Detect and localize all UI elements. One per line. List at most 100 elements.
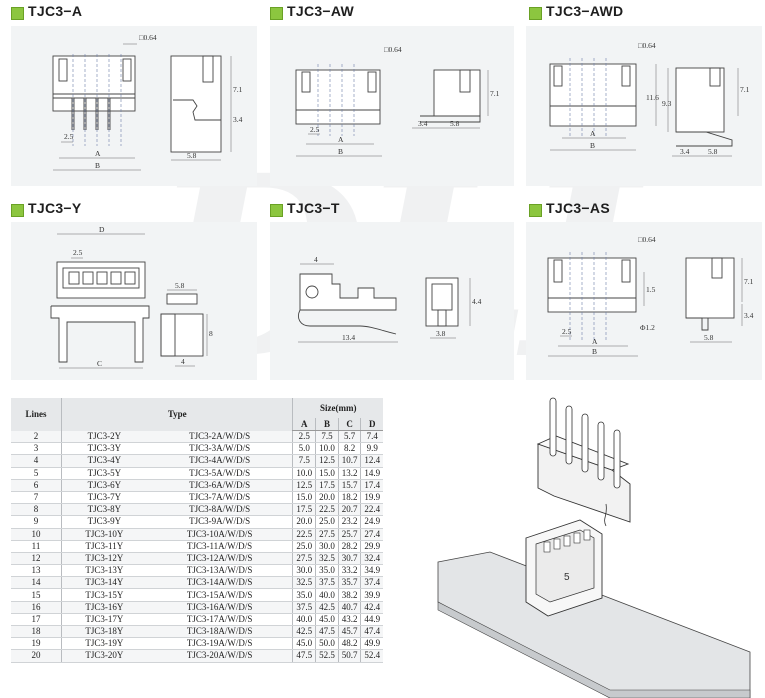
table-cell: 15.0 bbox=[315, 467, 339, 480]
table-cell: 8.2 bbox=[337, 442, 361, 456]
table-cell: 9 bbox=[11, 515, 62, 529]
table-cell: 22.4 bbox=[360, 503, 383, 517]
dim-pitch: 2.5 bbox=[562, 327, 572, 336]
table-cell: TJC3-17Y bbox=[60, 613, 147, 627]
drawing-tjc3-t: 4 13.4 4.4 3.8 bbox=[298, 255, 482, 343]
dim-w2: 3.8 bbox=[436, 329, 446, 338]
drawing-tjc3-awd: A B □0.64 11.6 9.3 7.1 3.4 5.8 bbox=[549, 41, 750, 157]
table-cell: TJC3-20Y bbox=[60, 649, 147, 663]
drawing-tjc3-y: D 2.5 C 5.8 8 4 bbox=[50, 225, 213, 369]
panel-tjc3-aw: 2.5 A B □0.64 7.1 3.4 5.8 bbox=[270, 26, 514, 186]
table-cell: TJC3-20A/W/D/S bbox=[146, 649, 293, 663]
table-cell: 50.0 bbox=[315, 637, 339, 651]
table-cell: TJC3-12Y bbox=[60, 552, 147, 566]
table-cell: 40.7 bbox=[337, 601, 361, 614]
dim-w2: 5.8 bbox=[708, 147, 718, 156]
table-cell: TJC3-11A/W/D/S bbox=[146, 540, 293, 553]
dim-w: 5.8 bbox=[175, 281, 185, 290]
table-cell: 13.2 bbox=[337, 467, 361, 480]
table-cell: TJC3-13Y bbox=[60, 564, 147, 578]
table-cell: TJC3-6A/W/D/S bbox=[146, 479, 293, 492]
dim-h1: 7.1 bbox=[490, 89, 500, 98]
table-cell: 10.7 bbox=[337, 454, 361, 468]
table-cell: 39.9 bbox=[360, 588, 383, 602]
col-size-header: Size(mm) bbox=[292, 398, 383, 418]
table-cell: TJC3-2A/W/D/S bbox=[146, 430, 293, 444]
table-cell: 37.5 bbox=[292, 601, 316, 614]
dim-pin: □0.64 bbox=[638, 41, 656, 50]
dim-b: B bbox=[338, 147, 343, 156]
dim-b: B bbox=[592, 347, 597, 356]
table-cell: 42.5 bbox=[315, 601, 339, 614]
green-bullet-icon bbox=[529, 204, 542, 217]
table-cell: TJC3-5Y bbox=[60, 467, 147, 480]
table-cell: 47.4 bbox=[360, 625, 383, 639]
table-cell: TJC3-2Y bbox=[60, 430, 147, 444]
col-a-header: A bbox=[292, 418, 316, 431]
dim-hole: Φ1.2 bbox=[640, 323, 655, 332]
dim-a: A bbox=[590, 129, 596, 138]
table-cell: TJC3-3Y bbox=[60, 442, 147, 456]
table-cell: 5.7 bbox=[337, 430, 361, 444]
table-cell: TJC3-11Y bbox=[60, 540, 147, 553]
table-cell: 16 bbox=[11, 601, 62, 614]
table-cell: 20.7 bbox=[337, 503, 361, 517]
dim-w: 5.8 bbox=[187, 151, 197, 160]
table-cell: 12.4 bbox=[360, 454, 383, 468]
green-bullet-icon bbox=[11, 7, 24, 20]
dim-l: 13.4 bbox=[342, 333, 355, 342]
table-cell: TJC3-8A/W/D/S bbox=[146, 503, 293, 517]
table-cell: 20.0 bbox=[292, 515, 316, 529]
dim-w: 4 bbox=[314, 255, 318, 264]
panel-tjc3-a: 2.5 A B □0.64 7.1 3.4 5.8 bbox=[11, 26, 257, 186]
table-cell: TJC3-19Y bbox=[60, 637, 147, 651]
table-cell: 52.5 bbox=[315, 649, 339, 663]
dim-a: A bbox=[95, 149, 101, 158]
panel-tjc3-y: D 2.5 C 5.8 8 4 bbox=[11, 222, 257, 380]
table-cell: 35.7 bbox=[337, 576, 361, 590]
table-cell: 10.0 bbox=[292, 467, 316, 480]
table-cell: 43.2 bbox=[337, 613, 361, 627]
table-cell: 17 bbox=[11, 613, 62, 627]
table-cell: 15.0 bbox=[292, 491, 316, 505]
table-cell: TJC3-7Y bbox=[60, 491, 147, 505]
table-cell: TJC3-15A/W/D/S bbox=[146, 588, 293, 602]
table-cell: 24.9 bbox=[360, 515, 383, 529]
drawing-tjc3-aw: 2.5 A B □0.64 7.1 3.4 5.8 bbox=[295, 45, 500, 157]
table-cell: TJC3-3A/W/D/S bbox=[146, 442, 293, 456]
green-bullet-icon bbox=[270, 204, 283, 217]
pin-count-label: 5 bbox=[564, 572, 570, 583]
dim-b: B bbox=[95, 161, 100, 170]
dim-w1: 3.4 bbox=[680, 147, 690, 156]
dim-pitch: 2.5 bbox=[73, 248, 83, 257]
table-cell: 10 bbox=[11, 528, 62, 541]
table-cell: TJC3-10A/W/D/S bbox=[146, 528, 293, 541]
table-cell: 7.5 bbox=[315, 430, 339, 444]
table-cell: 2 bbox=[11, 430, 62, 444]
table-cell: 20.0 bbox=[315, 491, 339, 505]
table-cell: 7.4 bbox=[360, 430, 383, 444]
dim-h: 4.4 bbox=[472, 297, 482, 306]
table-cell: 52.4 bbox=[360, 649, 383, 663]
table-cell: 40.0 bbox=[292, 613, 316, 627]
table-cell: TJC3-9Y bbox=[60, 515, 147, 529]
table-cell: 42.5 bbox=[292, 625, 316, 639]
table-cell: 48.2 bbox=[337, 637, 361, 651]
table-cell: 49.9 bbox=[360, 637, 383, 651]
table-cell: 17.5 bbox=[315, 479, 339, 492]
table-cell: 19 bbox=[11, 637, 62, 651]
table-cell: 29.9 bbox=[360, 540, 383, 553]
dim-c: C bbox=[97, 359, 102, 368]
dim-b: B bbox=[590, 141, 595, 150]
table-cell: 12 bbox=[11, 552, 62, 566]
title-tjc3-a: TJC3−A bbox=[28, 3, 83, 19]
dim-h2: 1.5 bbox=[646, 285, 656, 294]
